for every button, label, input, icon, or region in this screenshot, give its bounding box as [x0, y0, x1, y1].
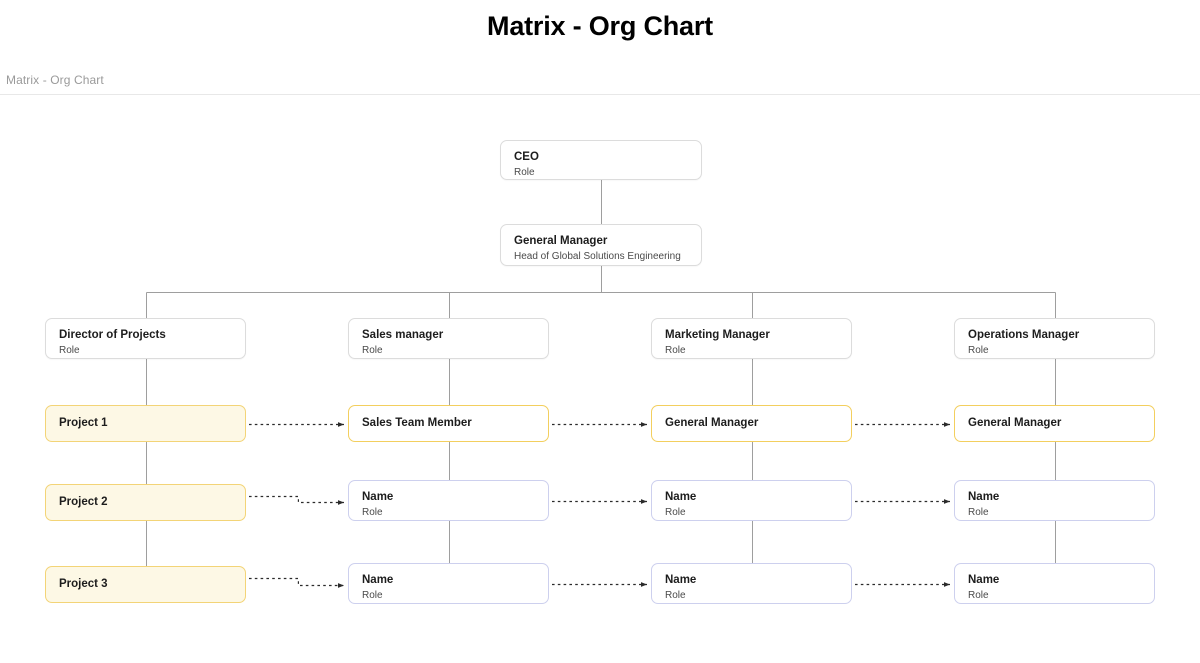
node-title: Marketing Manager	[665, 328, 839, 342]
node-title: Project 2	[59, 495, 108, 510]
node-title: General Manager	[968, 416, 1061, 431]
node-general-manager-mkt[interactable]: General Manager	[651, 405, 852, 442]
node-subtitle: Role	[362, 589, 536, 602]
node-title: Sales manager	[362, 328, 536, 342]
dotted-edge-project-3-name-sales-3	[249, 579, 344, 586]
node-sales-team-member[interactable]: Sales Team Member	[348, 405, 549, 442]
node-subtitle: Role	[362, 344, 536, 357]
node-ceo[interactable]: CEO Role	[500, 140, 702, 180]
node-operations-manager[interactable]: Operations ManagerRole	[954, 318, 1155, 359]
node-marketing-manager[interactable]: Marketing ManagerRole	[651, 318, 852, 359]
node-title: Name	[665, 490, 839, 504]
breadcrumb: Matrix - Org Chart	[6, 73, 104, 87]
node-director-of-projects[interactable]: Director of ProjectsRole	[45, 318, 246, 359]
node-sales-manager[interactable]: Sales managerRole	[348, 318, 549, 359]
node-title: Name	[968, 573, 1142, 587]
org-chart-canvas: CEORoleGeneral ManagerHead of Global Sol…	[0, 95, 1200, 635]
node-name-mkt-3[interactable]: NameRole	[651, 563, 852, 604]
node-title: Name	[968, 490, 1142, 504]
dotted-edge-project-2-name-sales-2	[249, 497, 344, 503]
node-subtitle: Role	[968, 506, 1142, 519]
node-project-1[interactable]: Project 1	[45, 405, 246, 442]
node-name-sales-3[interactable]: NameRole	[348, 563, 549, 604]
node-general-manager-ops[interactable]: General Manager	[954, 405, 1155, 442]
node-subtitle: Role	[665, 589, 839, 602]
node-project-2[interactable]: Project 2	[45, 484, 246, 521]
node-name-sales-2[interactable]: NameRole	[348, 480, 549, 521]
node-subtitle: Role	[968, 589, 1142, 602]
node-subtitle: Role	[665, 344, 839, 357]
node-general-manager[interactable]: General ManagerHead of Global Solutions …	[500, 224, 702, 266]
node-subtitle: Role	[59, 344, 233, 357]
node-name-ops-3[interactable]: NameRole	[954, 563, 1155, 604]
node-title: General Manager	[514, 234, 689, 248]
node-name-mkt-2[interactable]: NameRole	[651, 480, 852, 521]
node-subtitle: Head of Global Solutions Engineering	[514, 250, 689, 263]
page-title: Matrix - Org Chart	[0, 0, 1200, 46]
breadcrumb-bar: Matrix - Org Chart	[0, 63, 1200, 95]
node-title: Project 3	[59, 577, 108, 592]
node-title: Name	[362, 573, 536, 587]
node-subtitle: Role	[968, 344, 1142, 357]
node-subtitle: Role	[514, 166, 689, 179]
node-title: Sales Team Member	[362, 416, 472, 431]
node-title: CEO	[514, 150, 689, 164]
node-title: Name	[665, 573, 839, 587]
node-title: Project 1	[59, 416, 108, 431]
node-title: General Manager	[665, 416, 758, 431]
node-title: Operations Manager	[968, 328, 1142, 342]
node-subtitle: Role	[665, 506, 839, 519]
node-title: Name	[362, 490, 536, 504]
node-project-3[interactable]: Project 3	[45, 566, 246, 603]
node-subtitle: Role	[362, 506, 536, 519]
node-title: Director of Projects	[59, 328, 233, 342]
node-name-ops-2[interactable]: NameRole	[954, 480, 1155, 521]
